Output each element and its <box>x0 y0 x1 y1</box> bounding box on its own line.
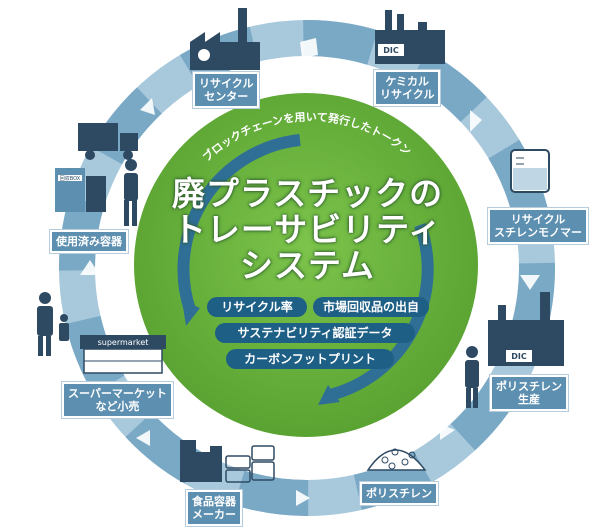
dic-top-text: DIC <box>383 46 399 55</box>
ring-arrow-top <box>300 38 318 58</box>
label-food-container-maker: 食品容器メーカー <box>186 490 242 526</box>
label-chemical-recycle: ケミカルリサイクル <box>374 70 441 106</box>
collection-box-label: 回収BOX <box>60 175 81 182</box>
person-recycling-icon <box>124 159 138 226</box>
title-line-1: 廃プラスチックの <box>171 174 444 213</box>
dic-right-text: DIC <box>511 352 527 361</box>
buildings-icon <box>180 440 222 482</box>
title-line-2: トレーサビリティ <box>172 210 443 249</box>
pill-carbon-footprint: カーボンフットプリント <box>226 349 394 369</box>
worker-icon <box>465 346 479 408</box>
ring-arrow-bottom-left <box>136 430 150 446</box>
title-line-3: システム <box>239 246 375 285</box>
shoppers-icon <box>37 292 69 356</box>
ring-arrow-bottom <box>296 490 310 506</box>
ring-arrow-top-right <box>470 110 482 132</box>
truck-icon <box>78 123 138 160</box>
ring-arrow-bottom-right <box>440 424 455 440</box>
supermarket-icon: supermarket <box>80 335 166 374</box>
chemical-factory-icon: DIC <box>375 10 445 64</box>
inner-arrow-left <box>177 134 301 312</box>
inner-arrow-left-head <box>182 300 200 326</box>
ring-arrows <box>80 38 540 506</box>
food-containers-icon <box>225 445 275 483</box>
supermarket-sign: supermarket <box>98 338 149 347</box>
label-polystyrene-production: ポリスチレン生産 <box>490 375 568 411</box>
pill-recycle-rate: リサイクル率 <box>207 297 307 317</box>
inner-arrow-right-head <box>318 385 340 405</box>
label-retail: スーパーマーケットなど小売 <box>62 382 173 418</box>
label-used-containers: 使用済み容器 <box>50 230 128 253</box>
beaker-icon <box>510 149 550 193</box>
label-recycle-styrene-monomer: リサイクルスチレンモノマー <box>488 208 588 244</box>
collection-box-icon: 回収BOX <box>55 168 106 212</box>
ring-arrow-top-left <box>140 98 155 115</box>
pill-market-origin: 市場回収品の出自 <box>313 297 429 317</box>
ring-arrow-right <box>520 275 540 290</box>
ring-arrow-left <box>80 260 100 275</box>
recycle-factory-icon <box>190 8 260 70</box>
label-polystyrene: ポリスチレン <box>360 482 438 505</box>
pill-sustainability-data: サステナビリティ認証データ <box>215 323 415 343</box>
pellets-icon <box>366 448 427 471</box>
label-recycle-center: リサイクルセンター <box>193 72 260 108</box>
production-factory-icon: DIC <box>488 292 564 366</box>
